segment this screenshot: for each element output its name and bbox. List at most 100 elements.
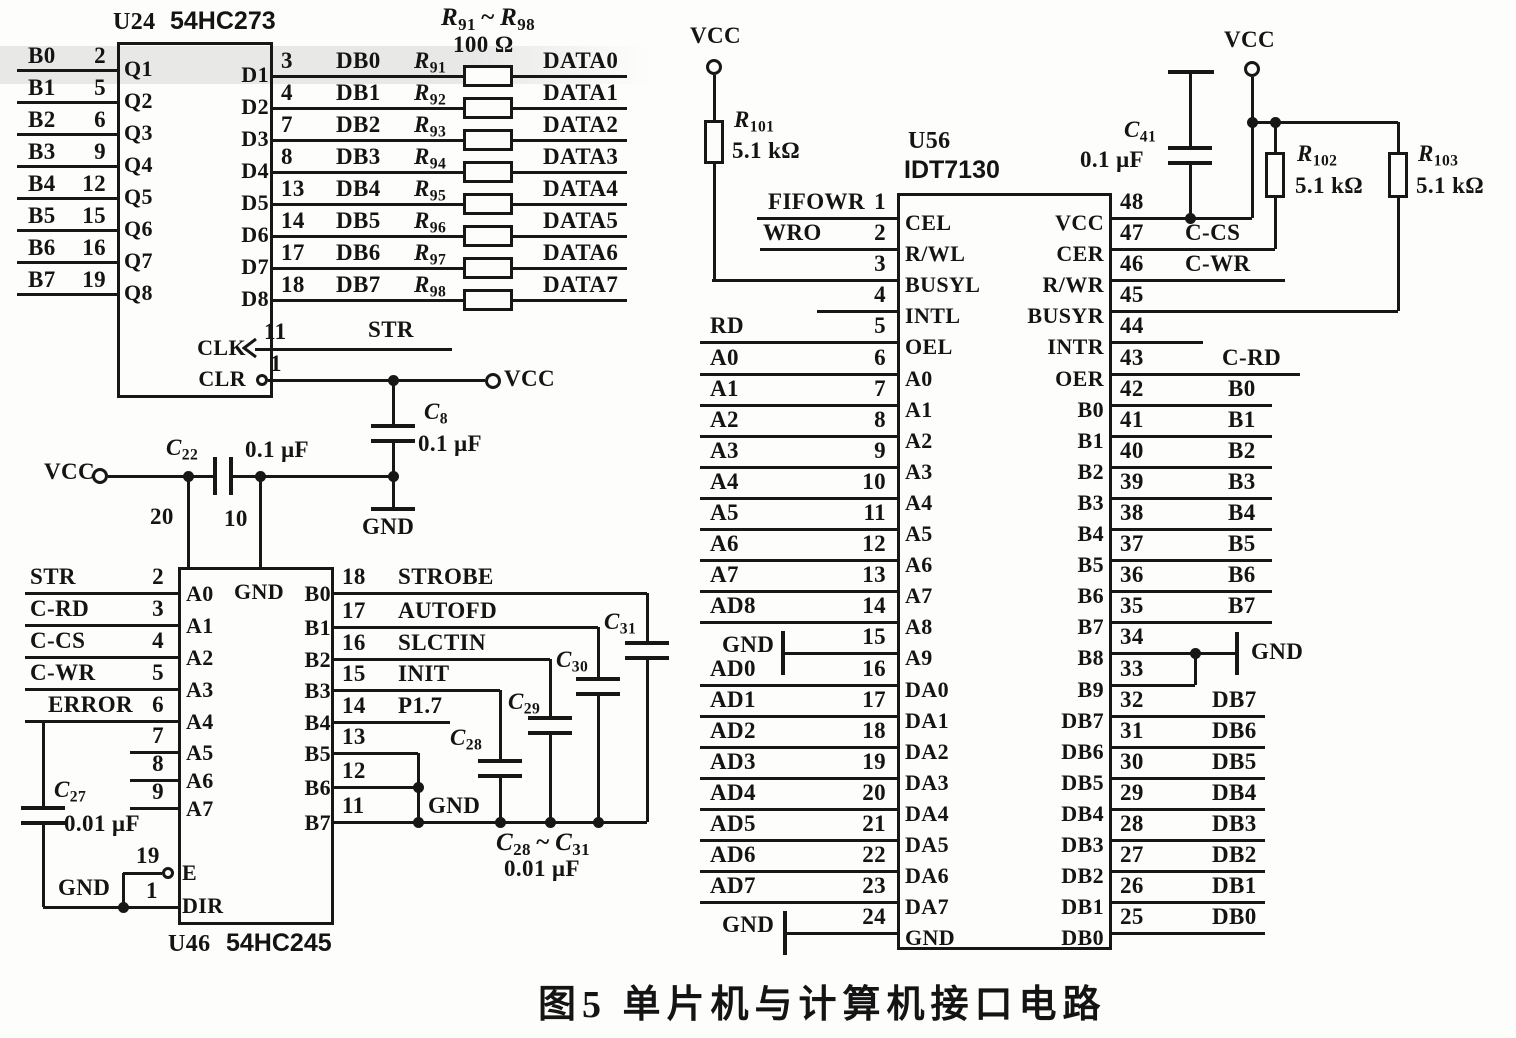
- component-ref: R92: [414, 80, 447, 109]
- wire-b5: [334, 751, 418, 755]
- wire: [391, 380, 395, 424]
- pin-number: 17: [862, 687, 886, 712]
- component-ref: R91 ~ R98: [441, 4, 535, 34]
- ic-pin-label: A1: [186, 613, 214, 638]
- ic-pin-label: OEL: [905, 334, 953, 359]
- capacitor-c8: [371, 424, 415, 428]
- pin-number: 18: [862, 718, 886, 743]
- ic-ref: U24: [113, 9, 156, 35]
- net-label: B4: [1228, 500, 1256, 525]
- ic-pin-label: DA6: [905, 863, 949, 888]
- wire: [498, 778, 502, 822]
- net-label: DATA5: [543, 208, 619, 233]
- capacitor-c31: [625, 656, 669, 660]
- component-ref: R97: [414, 240, 447, 269]
- component-ref: R94: [414, 144, 447, 173]
- pin-number: 9: [874, 438, 886, 463]
- ic-pin-label: CEL: [905, 210, 952, 235]
- net-label: B6: [28, 235, 56, 260]
- wire-vcc: [1112, 216, 1252, 220]
- wire-db6: [273, 266, 627, 270]
- ic-u46: [178, 567, 334, 925]
- capacitor-c8: [371, 439, 415, 443]
- wire-c-wr: [1112, 278, 1285, 282]
- wire-gnd: [785, 651, 897, 655]
- wire-b6: [17, 260, 117, 264]
- wire-a7: [130, 806, 178, 810]
- net-label: DB2: [1212, 842, 1257, 867]
- wire: [712, 75, 716, 120]
- wire-p1.7: [334, 720, 450, 724]
- ic-u24: [117, 42, 273, 398]
- pin-number: 5: [94, 75, 106, 100]
- pin-number: 9: [94, 139, 106, 164]
- net-label: ERROR: [48, 692, 134, 717]
- net-label: DB1: [336, 80, 381, 105]
- pin-number: 16: [342, 630, 366, 655]
- capacitor-c28: [478, 774, 522, 778]
- ic-pin-label: DA7: [905, 894, 949, 919]
- wire-ad3: [700, 776, 897, 780]
- power-label: GND: [722, 912, 775, 937]
- net-label: DATA0: [543, 48, 619, 73]
- wire-str: [255, 347, 452, 351]
- ic-pin-label: A6: [905, 552, 933, 577]
- wire: [596, 627, 600, 677]
- pin-number: 12: [82, 171, 106, 196]
- power-label: GND: [428, 793, 481, 818]
- wire: [712, 164, 716, 280]
- component-ref: C8: [424, 399, 448, 428]
- pin-number: 9: [152, 779, 164, 804]
- pin-number: 16: [82, 235, 106, 260]
- component-ref: C22: [166, 435, 199, 464]
- ic-pin-label: B4: [1077, 521, 1104, 546]
- net-label: P1.7: [398, 693, 443, 718]
- pin-number: 18: [342, 564, 366, 589]
- ic-pin-label: A5: [186, 740, 214, 765]
- ic-pin-label: B6: [304, 775, 331, 800]
- wire-db7: [273, 298, 627, 302]
- component-ref: C31: [604, 609, 637, 638]
- capacitor-c28: [478, 759, 522, 763]
- net-label: DB7: [1212, 687, 1257, 712]
- wire-ad8: [700, 620, 897, 624]
- ic-pin-label: DIR: [182, 893, 224, 918]
- wire-a5: [700, 527, 897, 531]
- wire-b6: [334, 785, 418, 789]
- wire-busyl: [712, 278, 897, 282]
- pin-number: 28: [1120, 811, 1144, 836]
- capacitor-c27: [21, 806, 65, 810]
- capacitor-c41: [1168, 146, 1212, 150]
- pin-number: 8: [152, 751, 164, 776]
- wire: [1250, 77, 1254, 218]
- pin-number: 45: [1120, 282, 1144, 307]
- net-label: DB3: [336, 144, 381, 169]
- component-value: 5.1 kΩ: [1295, 173, 1364, 198]
- net-label: C-RD: [1222, 345, 1282, 370]
- wire-c-wr: [25, 687, 178, 691]
- pin-number: 18: [281, 272, 305, 297]
- power-label: VCC: [690, 23, 742, 48]
- ic-pin-label: DB0: [1061, 925, 1104, 950]
- net-label: STROBE: [398, 564, 494, 589]
- ic-pin-label: A0: [905, 366, 933, 391]
- wire: [121, 873, 125, 907]
- wire-b0: [17, 68, 117, 72]
- wire-a2: [700, 434, 897, 438]
- wire-db2: [1112, 869, 1265, 873]
- pin-number: 32: [1120, 687, 1144, 712]
- pin-number: 14: [281, 208, 305, 233]
- wire-intr: [1112, 340, 1203, 344]
- ic-pin-label: DA3: [905, 770, 949, 795]
- ic-pin-label: INTR: [1047, 334, 1104, 359]
- wire-b2: [1112, 465, 1272, 469]
- ic-pin-label: DA0: [905, 677, 949, 702]
- pin-number: 44: [1120, 313, 1144, 338]
- pin-number: 6: [94, 107, 106, 132]
- ic-pin-label: BUSYR: [1027, 303, 1104, 328]
- net-label: AD2: [710, 718, 756, 743]
- pin-number: 40: [1120, 438, 1144, 463]
- pin-number: 21: [862, 811, 886, 836]
- net-label: C-RD: [30, 596, 90, 621]
- resistor-r102: [1265, 152, 1285, 198]
